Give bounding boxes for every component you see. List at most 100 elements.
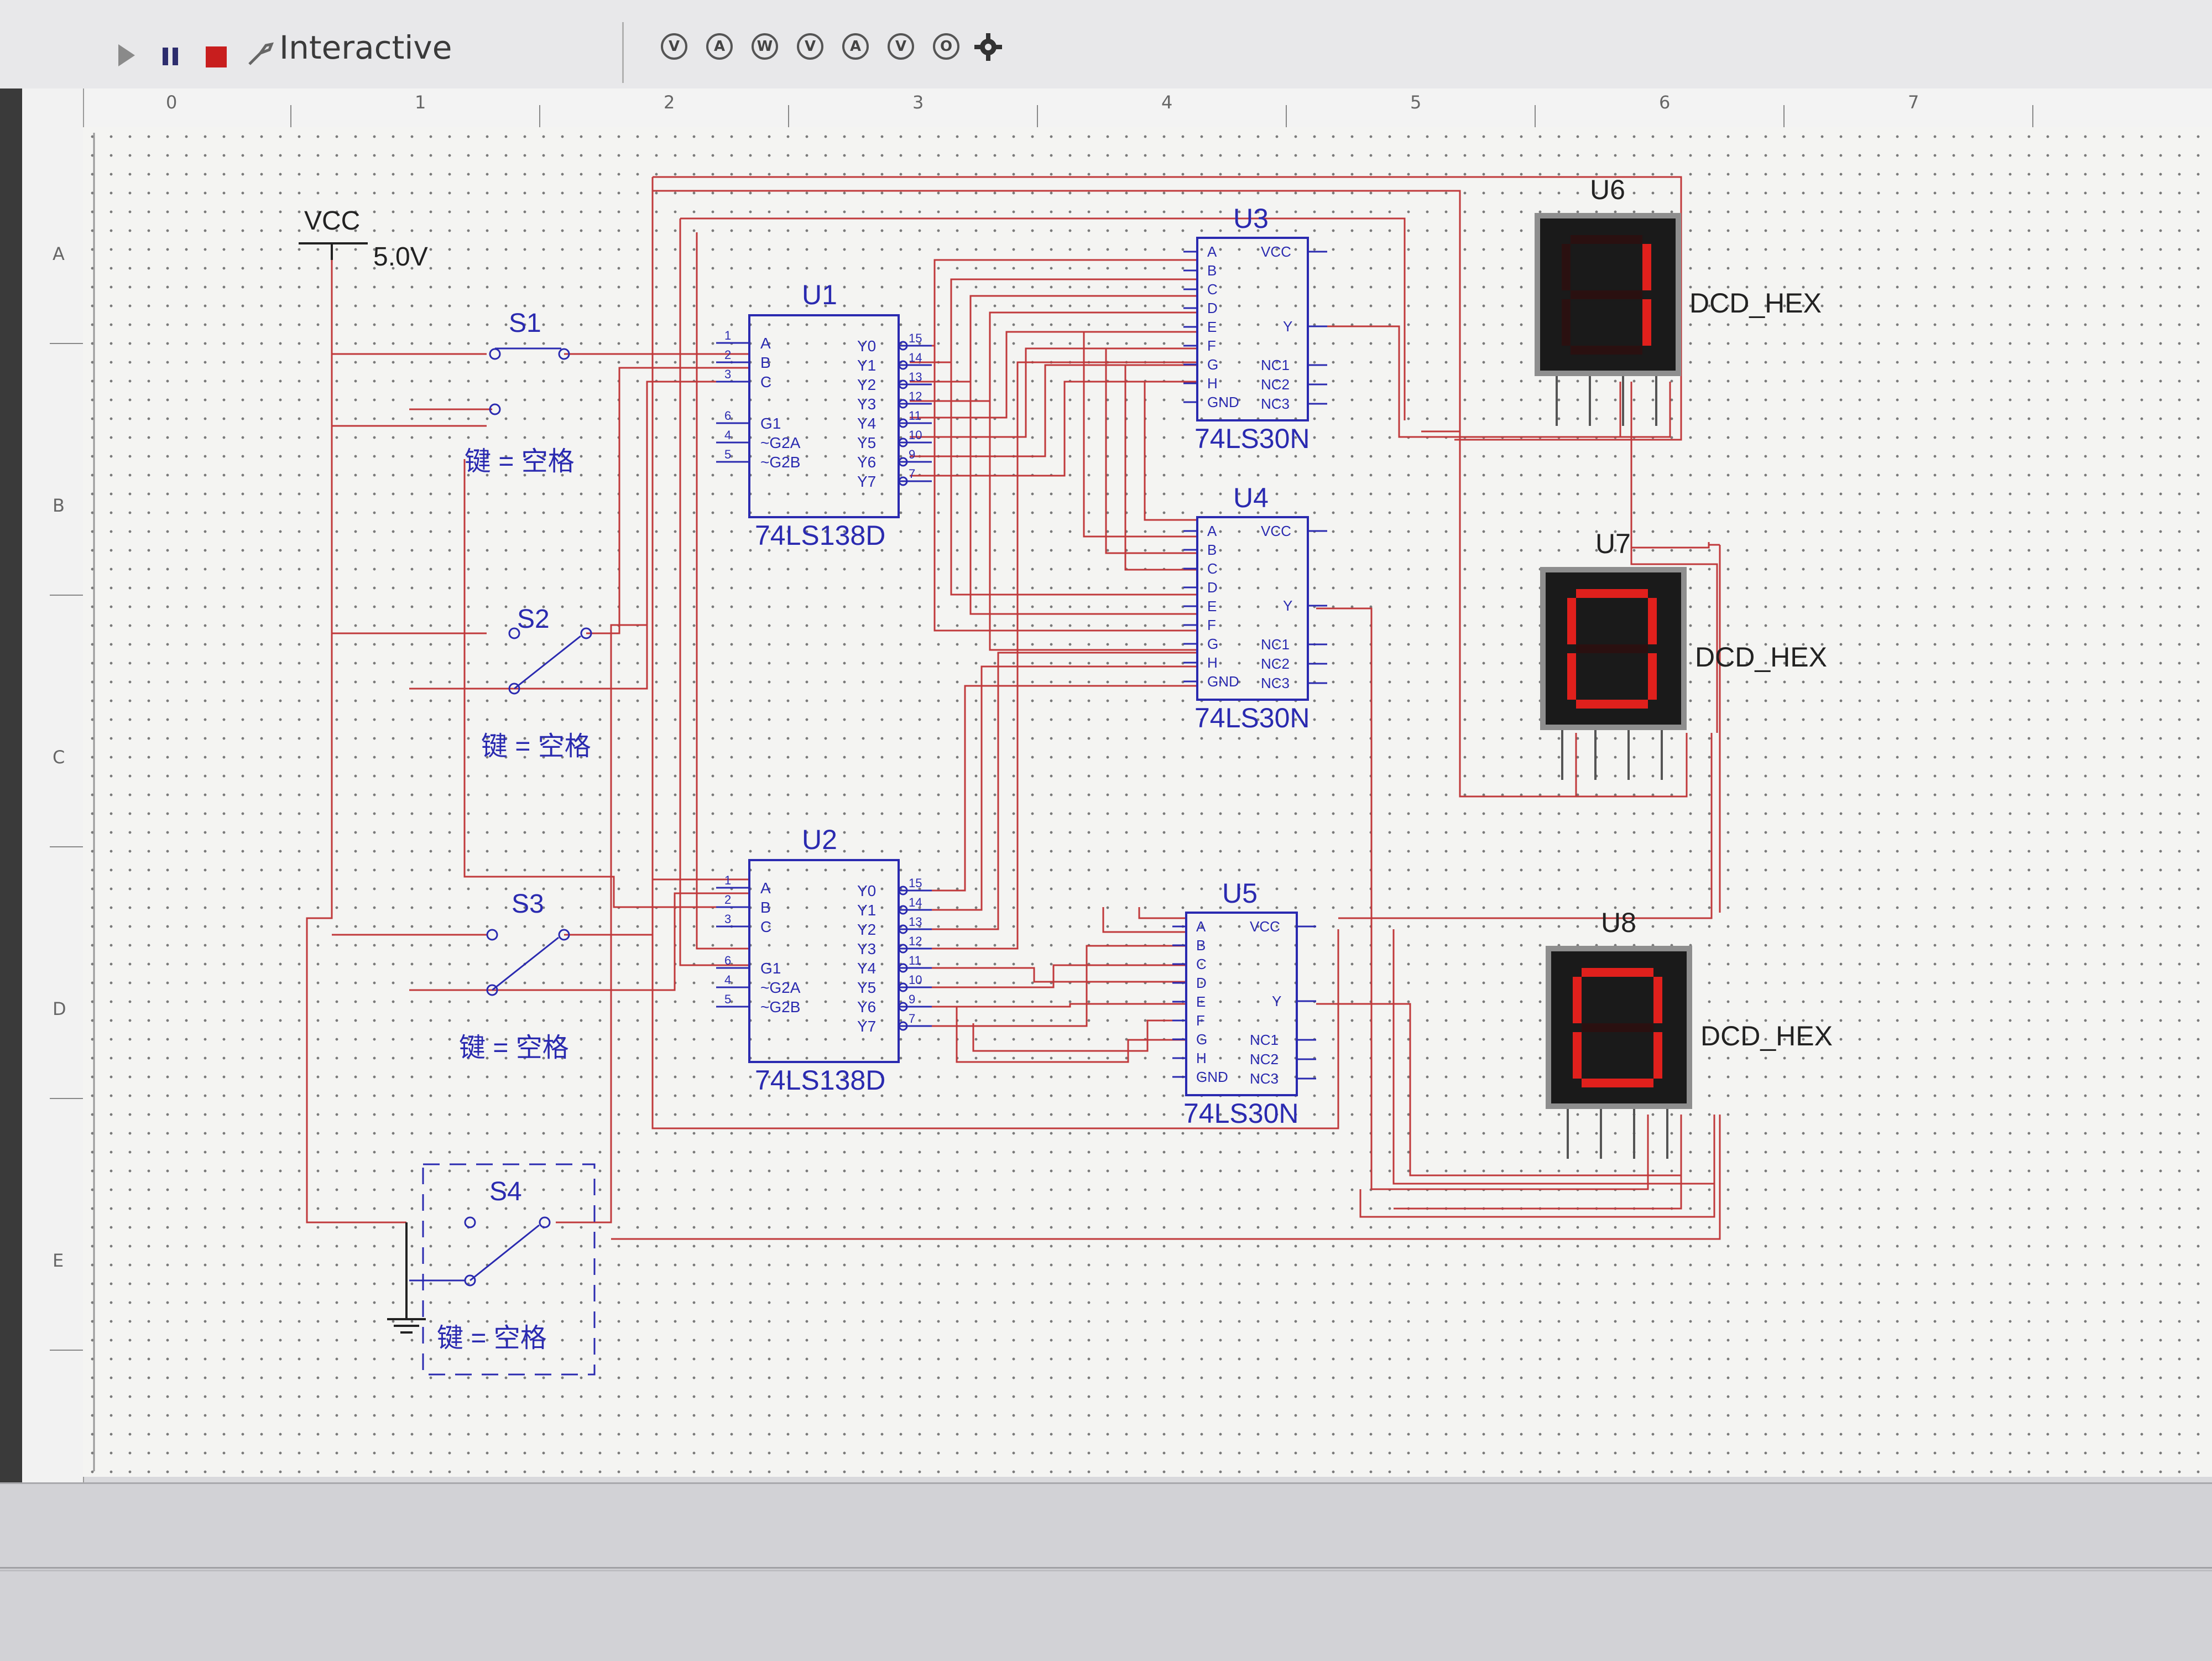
pin-label: Y5: [857, 434, 876, 451]
ruler-tick: [50, 343, 83, 344]
probe-3-icon[interactable]: V: [797, 33, 823, 60]
pin-label: Y6: [857, 998, 876, 1016]
pin-label: NC1: [1261, 357, 1290, 373]
ruler-tick: [290, 105, 291, 127]
status-bar: [0, 1482, 2212, 1661]
schematic-drawing: VCC 5.0V S1 键 = 空格 S2 键 = 空格 S3 键 = 空格 S…: [93, 133, 1833, 1471]
pin-label: NC1: [1261, 636, 1290, 653]
pin-label: NC3: [1261, 675, 1290, 691]
switch-s1-label: S1: [509, 309, 541, 338]
ruler-tick: [788, 105, 789, 127]
pin-bubble: [898, 924, 908, 934]
pin-label: GND: [1207, 394, 1239, 410]
pin-label: Y7: [857, 473, 876, 490]
pin-label: ~G2A: [760, 979, 801, 996]
run-icon[interactable]: [116, 43, 136, 67]
switch-s3[interactable]: S3 键 = 空格: [459, 889, 570, 1063]
ruler-column-2: 2: [664, 92, 675, 113]
schematic-canvas[interactable]: VCC 5.0V S1 键 = 空格 S2 键 = 空格 S3 键 = 空格 S…: [83, 127, 2212, 1477]
pin-label: Y: [1272, 993, 1281, 1009]
pin-number: 3: [724, 367, 731, 381]
ruler-tick: [1783, 105, 1785, 127]
segment-a: [1576, 589, 1648, 598]
probe-0-icon[interactable]: V: [661, 33, 687, 60]
pin-label: Y0: [857, 337, 876, 355]
pin-label: NC3: [1261, 395, 1290, 412]
pin-bubble: [898, 399, 908, 409]
pause-icon[interactable]: [160, 45, 182, 67]
pin-bubble: [898, 457, 908, 467]
segment-f: [1562, 244, 1571, 290]
display-ref: U8: [1601, 907, 1636, 938]
display-part: DCD_HEX: [1700, 1020, 1833, 1051]
pin-number: 5: [724, 447, 731, 461]
segment-e: [1567, 653, 1576, 700]
ruler-column-5: 5: [1410, 92, 1422, 113]
vcc-source[interactable]: VCC 5.0V: [299, 206, 428, 272]
segment-g: [1571, 290, 1642, 299]
pin-number: 12: [909, 934, 922, 948]
pin-number: 2: [724, 348, 731, 362]
gate-part: 74LS30N: [1194, 423, 1310, 454]
pin-label: H: [1196, 1050, 1207, 1066]
gear-icon[interactable]: [973, 32, 1003, 62]
pin-number: 11: [909, 954, 921, 967]
pin-label: F: [1196, 1012, 1205, 1029]
stop-icon[interactable]: [205, 45, 228, 69]
pin-label: VCC: [1261, 523, 1291, 539]
segment-d: [1582, 1079, 1653, 1087]
ruler-column-7: 7: [1908, 92, 1919, 113]
ruler-tick: [539, 105, 540, 127]
pin-number: 10: [909, 973, 922, 987]
ruler-column-1: 1: [415, 92, 426, 113]
pin-label: C: [760, 373, 771, 390]
gate-ref: U3: [1233, 203, 1269, 234]
switch-s1[interactable]: S1 键 = 空格: [465, 309, 575, 476]
switch-s2[interactable]: S2 键 = 空格: [481, 605, 592, 761]
pin-label: B: [1207, 541, 1217, 558]
pin-bubble: [898, 341, 908, 351]
probe-5-icon[interactable]: V: [888, 33, 914, 60]
pin-number: 14: [909, 895, 922, 909]
pin-label: NC3: [1250, 1070, 1279, 1087]
pin-number: 6: [724, 954, 731, 967]
switch-s4-key: 键 = 空格: [437, 1324, 547, 1353]
pin-number: 1: [724, 873, 731, 887]
pin-label: Y1: [857, 357, 876, 374]
wires: [306, 176, 1721, 1240]
pin-bubble: [898, 438, 908, 447]
pin-label: G1: [760, 415, 781, 432]
probe-1-icon[interactable]: A: [706, 33, 733, 60]
simulation-mode-label[interactable]: Interactive: [279, 29, 452, 66]
pin-bubble: [898, 886, 908, 895]
pin-number: 7: [909, 1012, 915, 1025]
pin-label: Y: [1283, 318, 1292, 335]
pin-number: 10: [909, 428, 922, 442]
decoder-ref: U2: [802, 824, 837, 855]
pin-bubble: [898, 418, 908, 428]
pin-label: C: [1207, 560, 1218, 577]
switch-s4[interactable]: S4 键 = 空格: [409, 1163, 596, 1376]
pin-label: C: [1207, 281, 1218, 298]
pin-label: D: [1207, 579, 1218, 596]
probe-4-icon[interactable]: A: [842, 33, 869, 60]
pin-label: D: [1196, 975, 1207, 991]
segment-a: [1571, 235, 1642, 244]
switch-s3-label: S3: [512, 889, 544, 919]
pin-label: Y: [1283, 597, 1292, 614]
display-part: DCD_HEX: [1695, 642, 1827, 673]
pin-number: 15: [909, 331, 922, 345]
interactive-icon[interactable]: [246, 39, 275, 67]
probe-2-icon[interactable]: W: [752, 33, 778, 60]
window-edge: [0, 88, 22, 1482]
switch-s2-label: S2: [517, 605, 550, 634]
probe-6-icon[interactable]: O: [933, 33, 959, 60]
